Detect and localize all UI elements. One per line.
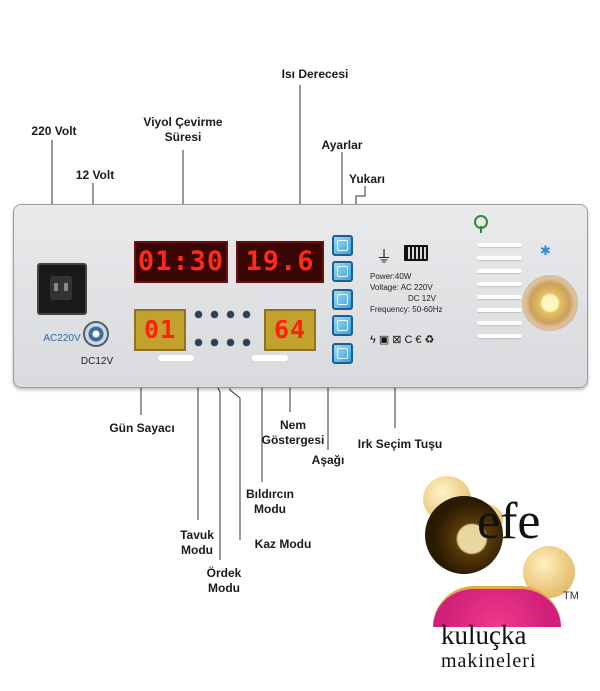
light-indicator-icon: ✱ (540, 243, 551, 258)
vent-slot-4 (477, 282, 522, 286)
socket-pins-icon (50, 276, 72, 300)
label-irk-secim: Irk Seçim Tuşu (357, 437, 443, 451)
label-tavuk-line2: Modu (181, 543, 213, 557)
label-ayarlar: Ayarlar (321, 138, 363, 152)
ac-power-socket (37, 263, 87, 315)
spec-power: Power:40W (370, 272, 412, 281)
led-mode-2 (211, 311, 218, 318)
label-isi-derecesi: Isı Derecesi (281, 67, 349, 81)
certification-icons: ϟ▣⊠C€♻ (370, 333, 437, 346)
vent-slot-6 (477, 308, 522, 312)
label-asagi: Aşağı (311, 453, 345, 467)
battery-icon (404, 245, 428, 261)
logo-line-kulucka: kuluçka (441, 620, 527, 650)
day-counter-display: 01 (134, 309, 186, 351)
pink-egg-dome-icon (433, 586, 561, 627)
label-viyol-line2: Süresi (164, 130, 202, 144)
label-tavuk-modu: Tavuk Modu (172, 528, 222, 558)
light-strip-right (252, 355, 288, 361)
socket-label: AC220V (43, 333, 81, 344)
label-ordek-line2: Modu (208, 581, 240, 595)
label-12-volt: 12 Volt (75, 168, 115, 182)
led-goose-mode (227, 339, 234, 346)
label-bildircin-line1: Bıldırcın (245, 487, 294, 501)
spec-frequency: Frequency: 50-60Hz (370, 305, 443, 314)
label-nem-line1: Nem (279, 418, 306, 432)
label-nem-line2: Göstergesi (261, 433, 325, 447)
vent-slot-2 (477, 256, 522, 260)
plug-icon: ⏚ (376, 249, 393, 266)
vent-slot-1 (477, 243, 522, 247)
breed-select-button[interactable] (332, 343, 353, 364)
vent-slot-5 (477, 295, 522, 299)
down-button[interactable] (332, 315, 353, 336)
led-duck-mode (211, 339, 218, 346)
humidity-display: 64 (264, 309, 316, 351)
led-mode-1 (195, 311, 202, 318)
label-bildircin-modu: Bıldırcın Modu (238, 487, 302, 517)
weee-bin-icon: ⊠ (392, 334, 405, 346)
breed-select-button-top[interactable] (332, 289, 353, 310)
label-tavuk-line1: Tavuk (180, 528, 214, 542)
led-quail-mode (243, 339, 250, 346)
brand-name: efe (477, 493, 541, 550)
lamp-window (522, 275, 578, 331)
label-ordek-line1: Ördek (206, 566, 242, 580)
recycle-icon: ♻ (424, 334, 438, 346)
incubator-control-panel: AC220V DC12V 01:30 19.6 01 64 ⏚ Power:40… (13, 204, 588, 388)
label-bildircin-line2: Modu (254, 502, 286, 516)
light-strip-left (158, 355, 194, 361)
label-gun-sayaci: Gün Sayacı (109, 421, 175, 435)
label-nem-gostergesi: Nem Göstergesi (256, 418, 330, 448)
spec-dc: DC 12V (408, 294, 437, 303)
label-kaz-modu: Kaz Modu (254, 537, 312, 551)
square-icon: ▣ (378, 334, 393, 346)
temperature-display: 19.6 (236, 241, 324, 283)
settings-button[interactable] (332, 235, 353, 256)
ce-mark-icon: C€ (404, 334, 425, 346)
up-button[interactable] (332, 261, 353, 282)
tree-icon (473, 215, 489, 233)
label-220-volt: 220 Volt (31, 124, 77, 138)
turning-time-display: 01:30 (134, 241, 228, 283)
label-viyol-line1: Viyol Çevirme (143, 115, 223, 129)
dc-label: DC12V (80, 356, 114, 367)
spec-voltage: Voltage: AC 220V (370, 283, 433, 292)
vent-slot-3 (477, 269, 522, 273)
led-mode-3 (227, 311, 234, 318)
led-chicken-mode (195, 339, 202, 346)
dc-jack-icon (83, 321, 109, 347)
vent-slot-8 (477, 334, 522, 338)
label-viyol-cevirme: Viyol Çevirme Süresi (128, 115, 238, 145)
led-mode-4 (243, 311, 250, 318)
trademark: TM (563, 590, 579, 602)
label-yukari: Yukarı (348, 172, 386, 186)
lightning-icon: ϟ (370, 334, 379, 346)
brand-logo: efe TM kuluçka makineleri (415, 462, 590, 687)
brand-swoosh-icon (425, 496, 503, 574)
vent-slot-7 (477, 321, 522, 325)
label-ordek-modu: Ördek Modu (198, 566, 250, 596)
logo-line-makineleri: makineleri (441, 650, 537, 672)
